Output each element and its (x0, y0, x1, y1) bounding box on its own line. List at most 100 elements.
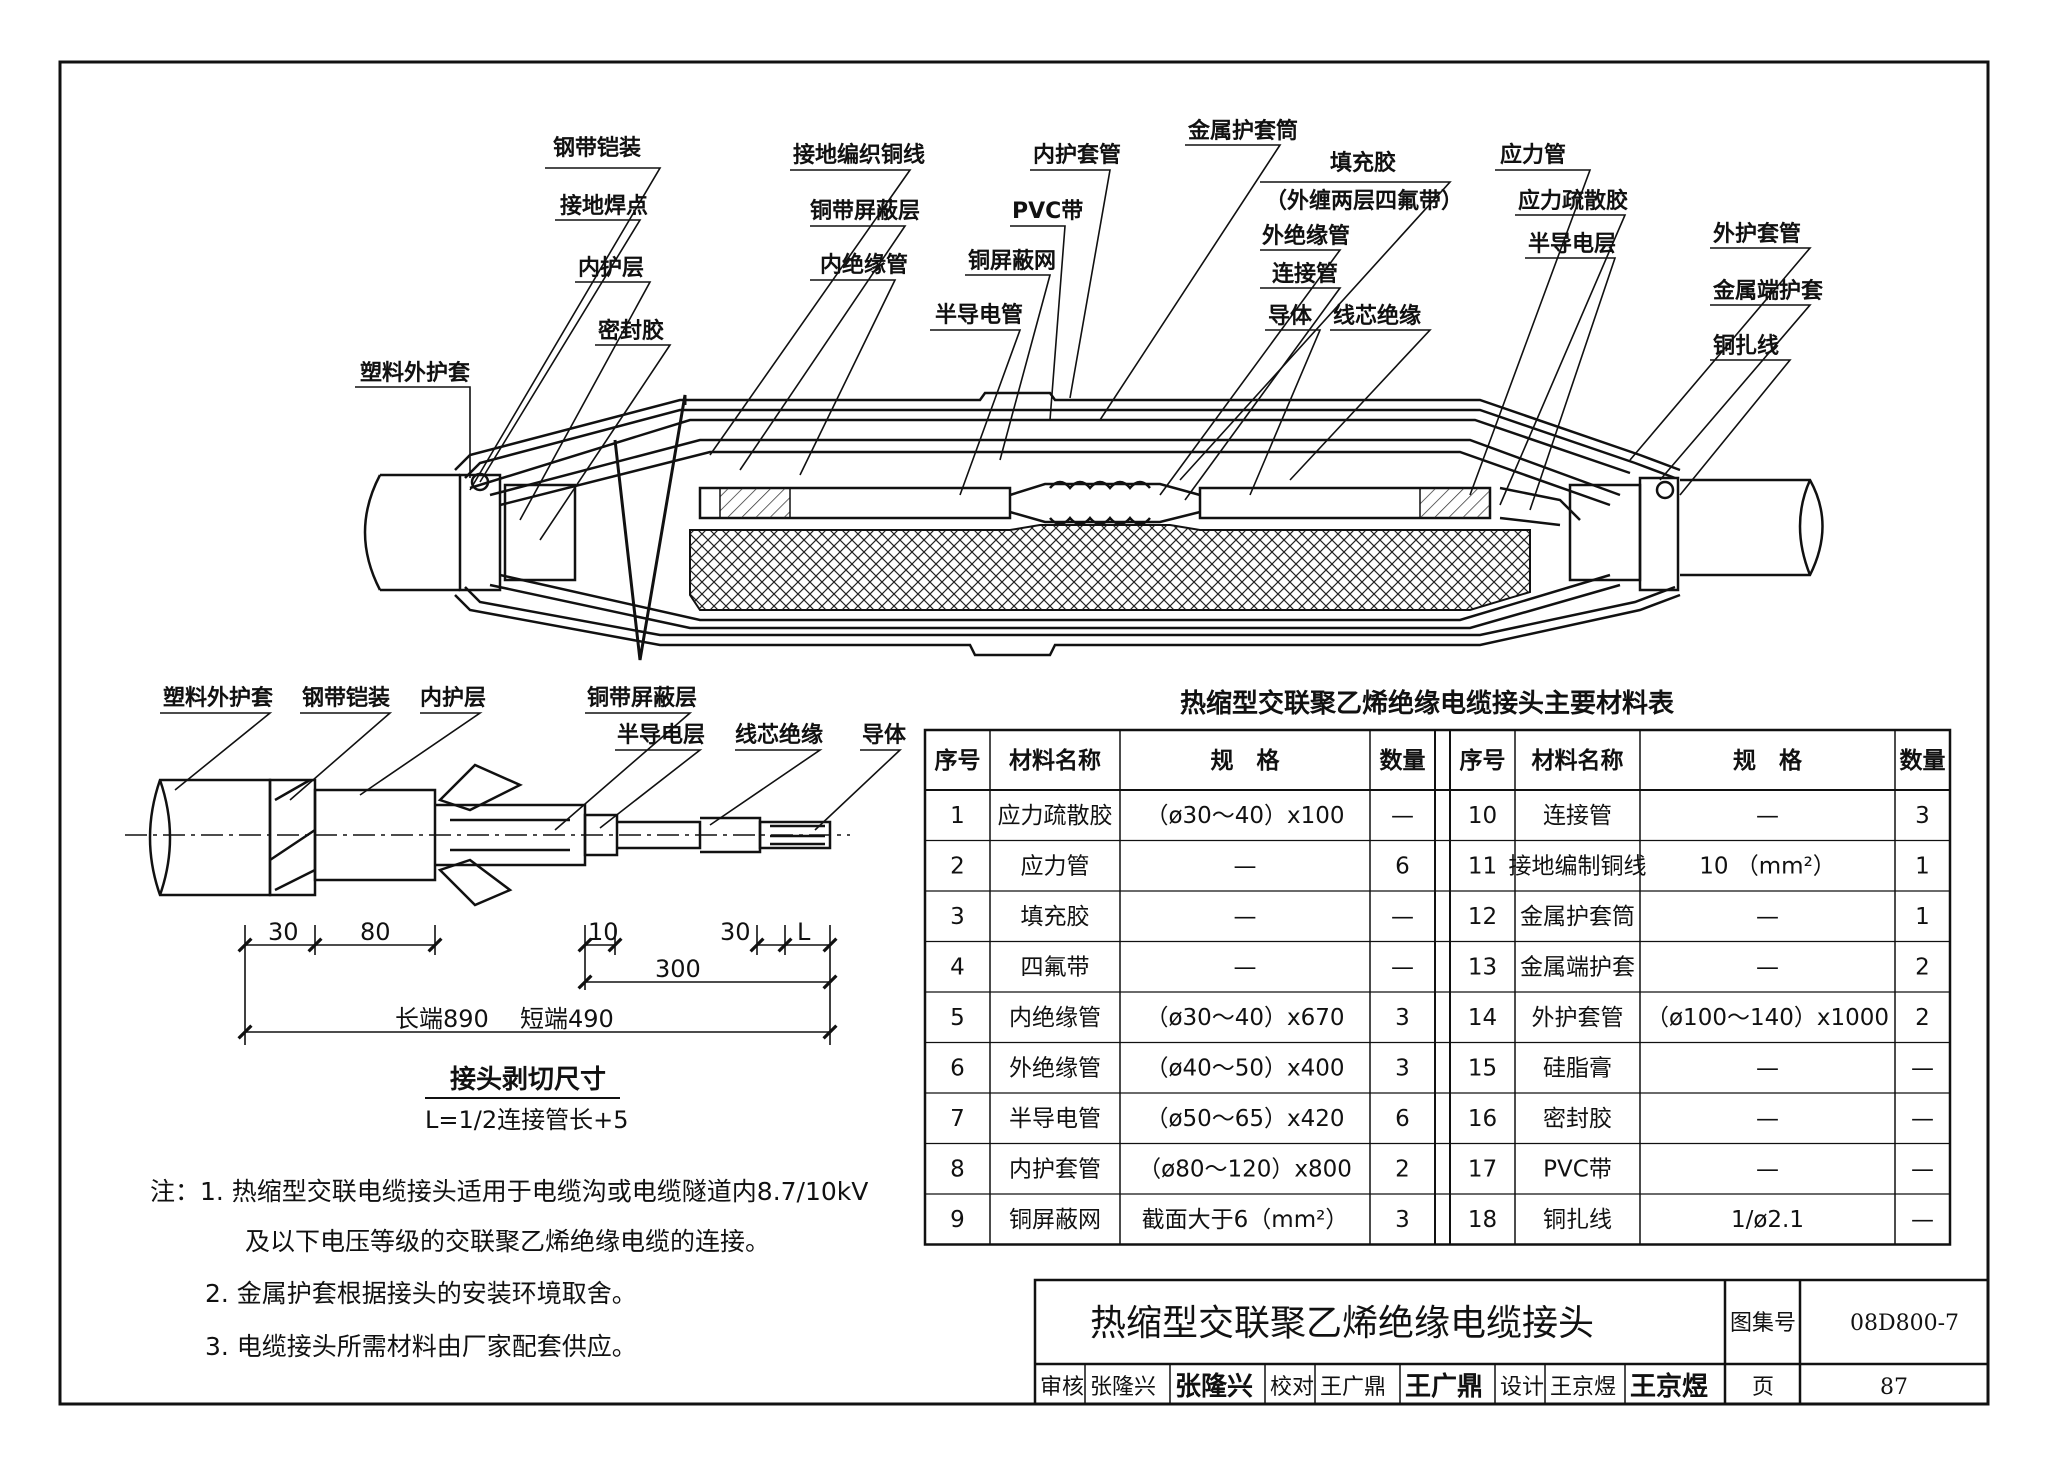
strip-label-copper-tape-shield: 铜带屏蔽层 (587, 685, 697, 711)
table-cell: 2 (1915, 1005, 1930, 1031)
table-header-cell: 规 格 (1211, 747, 1281, 774)
dim-30-a: 30 (268, 918, 299, 946)
dim-10: 10 (588, 918, 619, 946)
table-cell: 金属端护套 (1520, 955, 1635, 981)
table-cell: — (1234, 854, 1257, 880)
label-copper-binding-wire: 铜扎线 (1713, 333, 1779, 359)
table-cell: — (1234, 955, 1257, 981)
table-cell: 半导电管 (1009, 1106, 1101, 1132)
title-block (1033, 1278, 1990, 1406)
table-cell: — (1911, 1207, 1934, 1233)
strip-label-core-insulation: 线芯绝缘 (735, 722, 823, 748)
review-name: 张隆兴 (1090, 1375, 1156, 1400)
table-cell: 6 (1395, 1106, 1410, 1132)
table-cell: 6 (1395, 854, 1410, 880)
strip-label-semiconductive-layer: 半导电层 (617, 723, 705, 748)
label-conductor: 导体 (1268, 304, 1313, 329)
table-cell: 内绝缘管 (1009, 1005, 1101, 1031)
design-signature: 王京煜 (1630, 1371, 1708, 1402)
strip-label-plastic-jacket: 塑料外护套 (163, 685, 273, 711)
table-cell: 12 (1468, 904, 1497, 930)
table-cell: 14 (1468, 1005, 1497, 1031)
label-core-insulation: 线芯绝缘 (1333, 303, 1421, 329)
table-cell: 金属护套筒 (1520, 904, 1635, 930)
strip-label-inner-sheath: 内护层 (420, 686, 486, 711)
table-header-cell: 数量 (1900, 748, 1946, 774)
table-cell: 外绝缘管 (1009, 1056, 1101, 1082)
label-inner-sheath: 内护层 (578, 256, 644, 281)
dim-short-end: 短端490 (520, 1005, 614, 1033)
table-cell: 应力疏散胶 (998, 803, 1113, 829)
strip-caption: 接头剥切尺寸 (450, 1065, 606, 1095)
table-cell: 密封胶 (1543, 1106, 1612, 1132)
right-cable (1680, 478, 1824, 577)
label-connector: 连接管 (1272, 261, 1338, 287)
table-cell: 5 (950, 1005, 965, 1031)
table-cell: 应力管 (1021, 854, 1090, 880)
table-cell: 6 (950, 1056, 965, 1082)
table-cell: — (1391, 955, 1414, 981)
label-plastic-jacket: 塑料外护套 (360, 360, 470, 386)
table-cell: （ø100～140）x1000 (1646, 1005, 1889, 1031)
table-cell: — (1911, 1056, 1934, 1082)
table-cell: 硅脂膏 (1543, 1056, 1612, 1082)
table-cell: （ø80～120）x800 (1138, 1157, 1352, 1183)
label-semiconductive-tube: 半导电管 (935, 302, 1023, 328)
table-cell: — (1756, 1056, 1779, 1082)
table-cell: 1 (1915, 854, 1930, 880)
table-header-cell: 材料名称 (1532, 747, 1624, 774)
atlas-label: 图集号 (1730, 1311, 1796, 1336)
break-line (613, 394, 687, 661)
label-inner-jacket-tube: 内护套管 (1033, 142, 1121, 168)
table-cell: （ø30～40）x100 (1145, 803, 1344, 829)
check-label: 校对 (1270, 1375, 1314, 1400)
table-cell: 16 (1468, 1106, 1497, 1132)
notes: 注：1. 热缩型交联电缆接头适用于电缆沟或电缆隧道内8.7/10kV 及以下电压… (150, 1177, 868, 1361)
label-pvc-tape: PVC带 (1012, 199, 1083, 224)
table-header-cell: 材料名称 (1009, 747, 1101, 774)
dim-80: 80 (360, 918, 391, 946)
dimension-lines (237, 925, 838, 1045)
check-name: 王广鼎 (1320, 1375, 1386, 1400)
table-cell: 9 (950, 1207, 965, 1233)
label-stress-grading-paste: 应力疏散胶 (1518, 188, 1628, 214)
label-metal-end-cap: 金属端护套 (1712, 278, 1823, 304)
note-3: 3. 电缆接头所需材料由厂家配套供应。 (205, 1332, 637, 1361)
label-stress-tube: 应力管 (1500, 142, 1566, 168)
table-cell: — (1756, 1157, 1779, 1183)
table-cell: 接地编制铜线 (1509, 854, 1647, 880)
table-header-cell: 序号 (935, 747, 981, 774)
table-cell: 连接管 (1543, 803, 1612, 829)
strip-label-steel-armor: 钢带铠装 (302, 685, 390, 711)
dim-L: L (797, 918, 811, 946)
page-label: 页 (1752, 1375, 1774, 1400)
table-cell: 4 (950, 955, 965, 981)
table-header-cell: 数量 (1380, 748, 1426, 774)
label-ground-weld: 接地焊点 (560, 193, 648, 219)
check-signature: 王广鼎 (1405, 1372, 1483, 1402)
note-2: 2. 金属护套根据接头的安装环境取舍。 (205, 1279, 637, 1308)
table-cell: 1 (1915, 904, 1930, 930)
table-cell: 8 (950, 1157, 965, 1183)
table-cell: 2 (1395, 1157, 1410, 1183)
table-cell: — (1756, 803, 1779, 829)
table-cell: 1/ø2.1 (1731, 1207, 1804, 1233)
table-title: 热缩型交联聚乙烯绝缘电缆接头主要材料表 (1180, 688, 1675, 719)
review-signature: 张隆兴 (1175, 1372, 1253, 1402)
table-cell: 外护套管 (1532, 1005, 1624, 1031)
note-1-cont: 及以下电压等级的交联聚乙烯绝缘电缆的连接。 (245, 1227, 770, 1256)
leader-lines (355, 144, 1812, 541)
table-cell: 3 (1915, 803, 1930, 829)
left-cable (363, 473, 460, 592)
table-cell: 1 (950, 803, 965, 829)
table-cell: 3 (1395, 1207, 1410, 1233)
table-cell: PVC带 (1543, 1157, 1612, 1183)
table-cell: 3 (1395, 1005, 1410, 1031)
label-metal-sleeve: 金属护套筒 (1187, 118, 1298, 144)
table-header-cell: 序号 (1460, 747, 1506, 774)
table-cell: — (1756, 904, 1779, 930)
strip-labels: 塑料外护套 钢带铠装 内护层 铜带屏蔽层 半导电层 线芯绝缘 导体 (163, 685, 907, 748)
outer-sleeve-lower (454, 593, 1681, 657)
